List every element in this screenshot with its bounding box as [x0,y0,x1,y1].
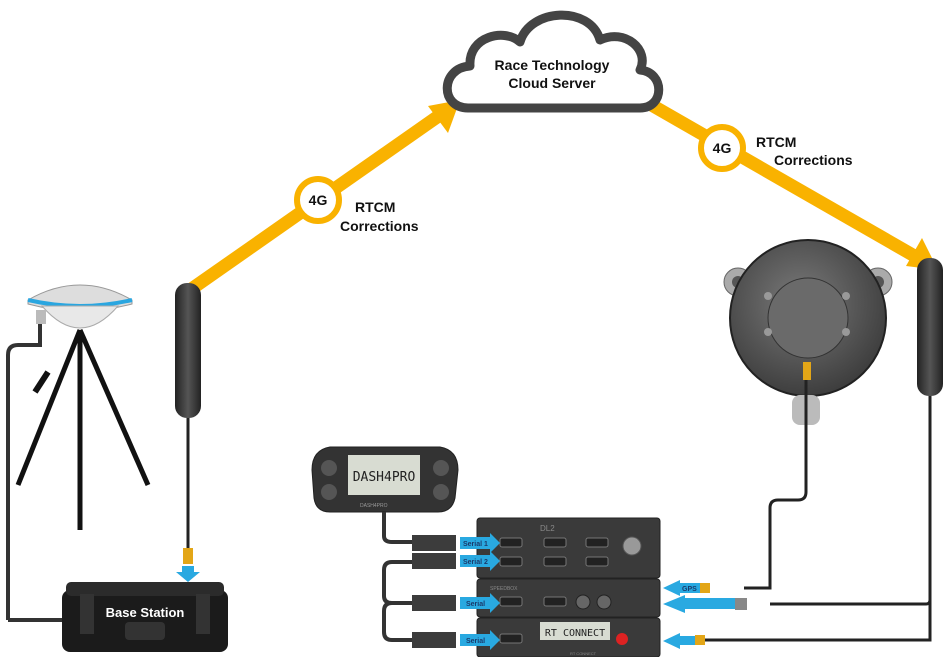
device-stack: DL2 SPEEDBOX RT CONNECT RT CONNECT [476,517,661,657]
cloud-title-line1: Race Technology [495,57,610,73]
cloud-title-line2: Cloud Server [508,75,596,91]
rover-gnss-antenna-icon [723,239,893,590]
link-badge-right: 4G RTCM Corrections [698,124,853,172]
rover-4g-antenna-icon [690,258,943,642]
serial-label: Serial [466,601,485,608]
rtconnect-screen-text: RT CONNECT [545,628,605,639]
base-gnss-antenna-icon [6,284,151,622]
port-arrows: Serial 1 Serial 2 Serial Serial GPS [460,533,747,650]
link-badge-left: 4G RTCM Corrections [294,176,419,234]
rtconnect-label: RT CONNECT [570,651,597,656]
speedbox-label: SPEEDBOX [490,586,518,592]
rtcm-label: RTCM [756,134,796,150]
serial-1-label: Serial 1 [463,541,488,548]
rtcm-label: RTCM [355,199,395,215]
corrections-label: Corrections [774,152,853,168]
dash-screen-text: DASH4PRO [353,470,416,485]
base-4g-antenna-icon [175,283,201,582]
serial-label: Serial [466,638,485,645]
serial-cables [382,535,456,648]
cloud-server-icon: Race Technology Cloud Server [442,10,664,113]
serial-2-label: Serial 2 [463,559,488,566]
dl2-label: DL2 [540,524,555,533]
base-station-label: Base Station [106,605,185,620]
gps-label: GPS [682,586,697,593]
base-station-case: Base Station [62,582,228,652]
badge-4g: 4G [713,140,732,156]
dash-brand: DASH4PRO [360,503,388,509]
corrections-label: Corrections [340,218,419,234]
badge-4g: 4G [309,192,328,208]
dash4pro-display: DASH4PRO DASH4PRO [311,446,459,544]
